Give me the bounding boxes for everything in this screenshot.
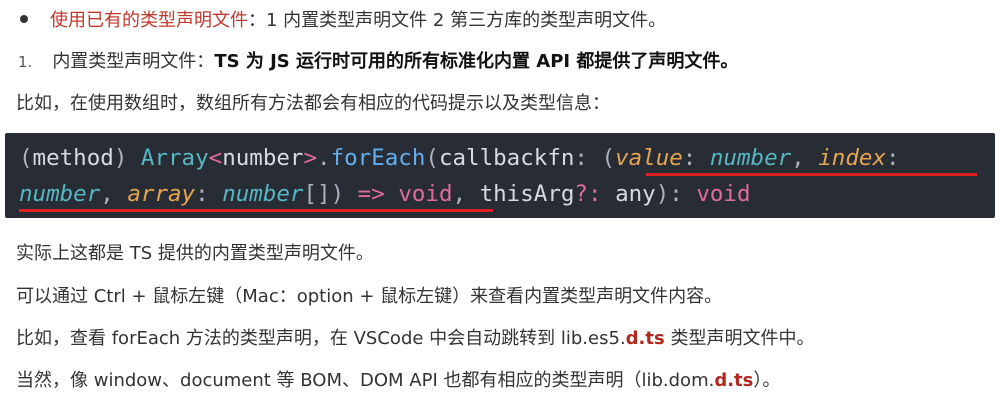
red-underline-1 [646, 173, 977, 176]
code-token: ): [655, 181, 697, 207]
code-token: ( [601, 145, 616, 171]
code-token: : [886, 145, 900, 171]
numbered-label: 内置类型声明文件： [52, 51, 215, 72]
example-line: 比如，在使用数组时，数组所有方法都会有相应的代码提示以及类型信息： [16, 93, 610, 114]
p3-after: 类型声明文件中。 [664, 328, 815, 349]
code-token: thisArg [479, 181, 575, 207]
bullet-line: 使用已有的类型声明文件：1 内置类型声明文件 2 第三方库的类型声明文件。 [16, 9, 666, 33]
bullet-dot-icon [20, 15, 28, 23]
code-token: number [709, 145, 792, 171]
code-token: . [317, 145, 331, 171]
list-number: 1. [18, 53, 33, 71]
paragraph-3: 比如，查看 forEach 方法的类型声明，在 VSCode 中会自动跳转到 l… [16, 327, 814, 351]
code-token: forEach [330, 145, 426, 171]
paragraph-4: 当然，像 window、document 等 BOM、DOM API 也都有相应… [16, 369, 780, 393]
code-token: : [574, 145, 602, 171]
code-token: ?: [574, 181, 616, 207]
code-token: ) [330, 181, 358, 207]
code-token: index [818, 145, 886, 171]
p4-dts: d.ts [714, 370, 754, 391]
code-token: => [357, 181, 385, 207]
p4-before: 当然，像 window、document 等 BOM、DOM API 也都有相应… [16, 370, 715, 391]
numbered-line: 1. 内置类型声明文件：TS 为 JS 运行时可用的所有标准化内置 API 都提供… [16, 50, 738, 74]
code-token: , [100, 181, 128, 207]
code-token: method [32, 145, 114, 171]
code-token: number [222, 145, 304, 171]
bullet-rest-text: ：1 内置类型声明文件 2 第三方库的类型声明文件。 [248, 10, 667, 31]
code-token [385, 181, 399, 207]
code-token: : [682, 145, 710, 171]
code-block: (method) Array<number>.forEach(callbackf… [5, 133, 995, 218]
red-underline-2 [19, 209, 493, 212]
paragraph-1: 实际上这都是 TS 提供的内置类型声明文件。 [16, 243, 374, 264]
code-token: ( [425, 145, 439, 171]
code-token: ( [19, 145, 33, 171]
bullet-link-text: 使用已有的类型声明文件 [50, 10, 248, 31]
code-token: number [19, 181, 101, 207]
code-line-1: (method) Array<number>.forEach(callbackf… [19, 143, 900, 173]
code-token: > [303, 145, 318, 171]
numbered-bold-text: TS 为 JS 运行时可用的所有标准化内置 API 都提供了声明文件。 [214, 51, 739, 72]
code-token: Array [140, 145, 209, 171]
p4-after: ）。 [753, 370, 781, 391]
code-token: < [208, 145, 223, 171]
code-token: [] [303, 181, 331, 207]
code-token: value [615, 145, 683, 171]
code-token: , [791, 145, 819, 171]
code-token: void [696, 181, 751, 207]
code-token: number [222, 181, 304, 207]
code-token: , [452, 181, 480, 207]
code-token: callbackfn [438, 145, 575, 171]
code-token: void [398, 181, 453, 207]
code-line-2: number, array: number[]) => void, thisAr… [19, 179, 751, 209]
code-token: : [195, 181, 223, 207]
code-token: array [127, 181, 196, 207]
p3-dts: d.ts [625, 328, 665, 349]
p3-before: 比如，查看 forEach 方法的类型声明，在 VSCode 中会自动跳转到 l… [16, 328, 626, 349]
code-token: any [615, 181, 656, 207]
paragraph-2: 可以通过 Ctrl + 鼠标左键（Mac：option + 鼠标左键）来查看内置… [16, 286, 723, 307]
code-token: ) [113, 145, 141, 171]
